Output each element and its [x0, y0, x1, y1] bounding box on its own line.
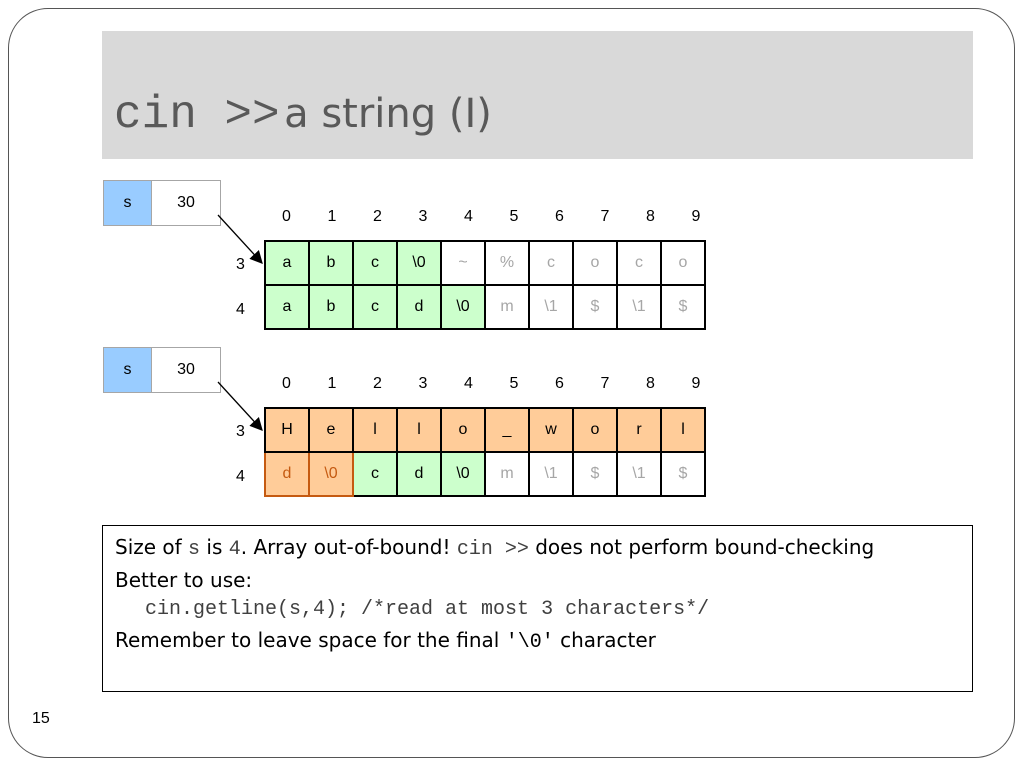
row-address: 4 — [236, 301, 245, 318]
memory-cell: m — [484, 284, 530, 330]
variable-box-1: s 30 — [103, 180, 221, 226]
memory-cell: d — [396, 284, 442, 330]
memory-cell: \0 — [308, 451, 354, 497]
memory-cell: ~ — [440, 240, 486, 286]
column-index: 2 — [373, 375, 382, 392]
memory-cell: m — [484, 451, 530, 497]
memory-cell: H — [264, 407, 310, 453]
note-text: . Array out-of-bound! — [240, 535, 457, 559]
variable-name: s — [104, 181, 152, 225]
note-line-4: Remember to leave space for the final '\… — [115, 625, 960, 658]
memory-cell: c — [528, 240, 574, 286]
memory-cell: d — [264, 451, 310, 497]
column-index: 6 — [555, 208, 564, 225]
column-index: 7 — [600, 375, 610, 392]
note-text: is — [200, 535, 229, 559]
memory-cell: \1 — [528, 284, 574, 330]
variable-address: 30 — [152, 348, 220, 392]
note-text: Size of — [115, 535, 189, 559]
column-index: 6 — [555, 375, 564, 392]
memory-cell: $ — [660, 451, 706, 497]
column-index: 9 — [691, 208, 701, 225]
memory-cell: w — [528, 407, 574, 453]
memory-cell: c — [352, 451, 398, 497]
column-index: 3 — [418, 375, 428, 392]
memory-cell: \1 — [616, 451, 662, 497]
column-index: 2 — [373, 208, 382, 225]
note-code: 4 — [228, 538, 241, 561]
memory-cell: r — [616, 407, 662, 453]
title-code: cin >> — [114, 89, 280, 141]
memory-cell: e — [308, 407, 354, 453]
column-index: 4 — [464, 375, 473, 392]
row-address: 3 — [236, 256, 245, 273]
column-index: 3 — [418, 208, 428, 225]
column-index: 1 — [327, 375, 337, 392]
memory-cell: _ — [484, 407, 530, 453]
memory-cell: $ — [572, 284, 618, 330]
note-code: cin >> — [456, 538, 529, 561]
note-code: s — [188, 538, 201, 561]
memory-cell: o — [440, 407, 486, 453]
note-line-2: Better to use: — [115, 568, 253, 592]
column-index: 4 — [464, 208, 473, 225]
note-line-1: Size of s is 4. Array out-of-bound! cin … — [115, 532, 960, 565]
memory-cell: l — [352, 407, 398, 453]
memory-cell: a — [264, 284, 310, 330]
memory-cell: c — [352, 240, 398, 286]
memory-cell: b — [308, 284, 354, 330]
memory-cell: l — [396, 407, 442, 453]
column-index: 0 — [282, 208, 291, 225]
note-code: '\0' — [505, 631, 554, 654]
slide-title: cin >> a string (I) — [114, 82, 492, 146]
memory-cell: l — [660, 407, 706, 453]
column-index: 9 — [691, 375, 701, 392]
note-text: does not perform bound-checking — [528, 535, 875, 559]
memory-cell: $ — [572, 451, 618, 497]
column-index: 5 — [509, 375, 519, 392]
column-index: 5 — [509, 208, 519, 225]
memory-cell: c — [616, 240, 662, 286]
note-text: character — [553, 628, 656, 652]
column-index: 1 — [327, 208, 337, 225]
title-bar — [102, 31, 973, 159]
memory-cell: $ — [660, 284, 706, 330]
memory-cell: % — [484, 240, 530, 286]
note-text: Remember to leave space for the final — [115, 628, 506, 652]
memory-cell: d — [396, 451, 442, 497]
row-address: 4 — [236, 468, 245, 485]
memory-cell: \1 — [616, 284, 662, 330]
note-box: Size of s is 4. Array out-of-bound! cin … — [102, 525, 973, 692]
column-index: 8 — [646, 208, 655, 225]
variable-box-2: s 30 — [103, 347, 221, 393]
memory-cell: c — [352, 284, 398, 330]
memory-cell: \1 — [528, 451, 574, 497]
memory-cell: a — [264, 240, 310, 286]
title-text: a string (I) — [284, 91, 492, 137]
memory-cell: \0 — [396, 240, 442, 286]
column-index: 8 — [646, 375, 655, 392]
memory-cell: o — [572, 407, 618, 453]
note-line-3: cin.getline(s,4); /*read at most 3 chara… — [145, 598, 710, 621]
page-number: 15 — [32, 710, 50, 727]
slide-frame — [8, 8, 1015, 758]
variable-address: 30 — [152, 181, 220, 225]
memory-cell: \0 — [440, 284, 486, 330]
memory-cell: \0 — [440, 451, 486, 497]
column-index: 7 — [600, 208, 610, 225]
memory-cell: o — [572, 240, 618, 286]
row-address: 3 — [236, 423, 245, 440]
variable-name: s — [104, 348, 152, 392]
memory-cell: b — [308, 240, 354, 286]
column-index: 0 — [282, 375, 291, 392]
memory-cell: o — [660, 240, 706, 286]
